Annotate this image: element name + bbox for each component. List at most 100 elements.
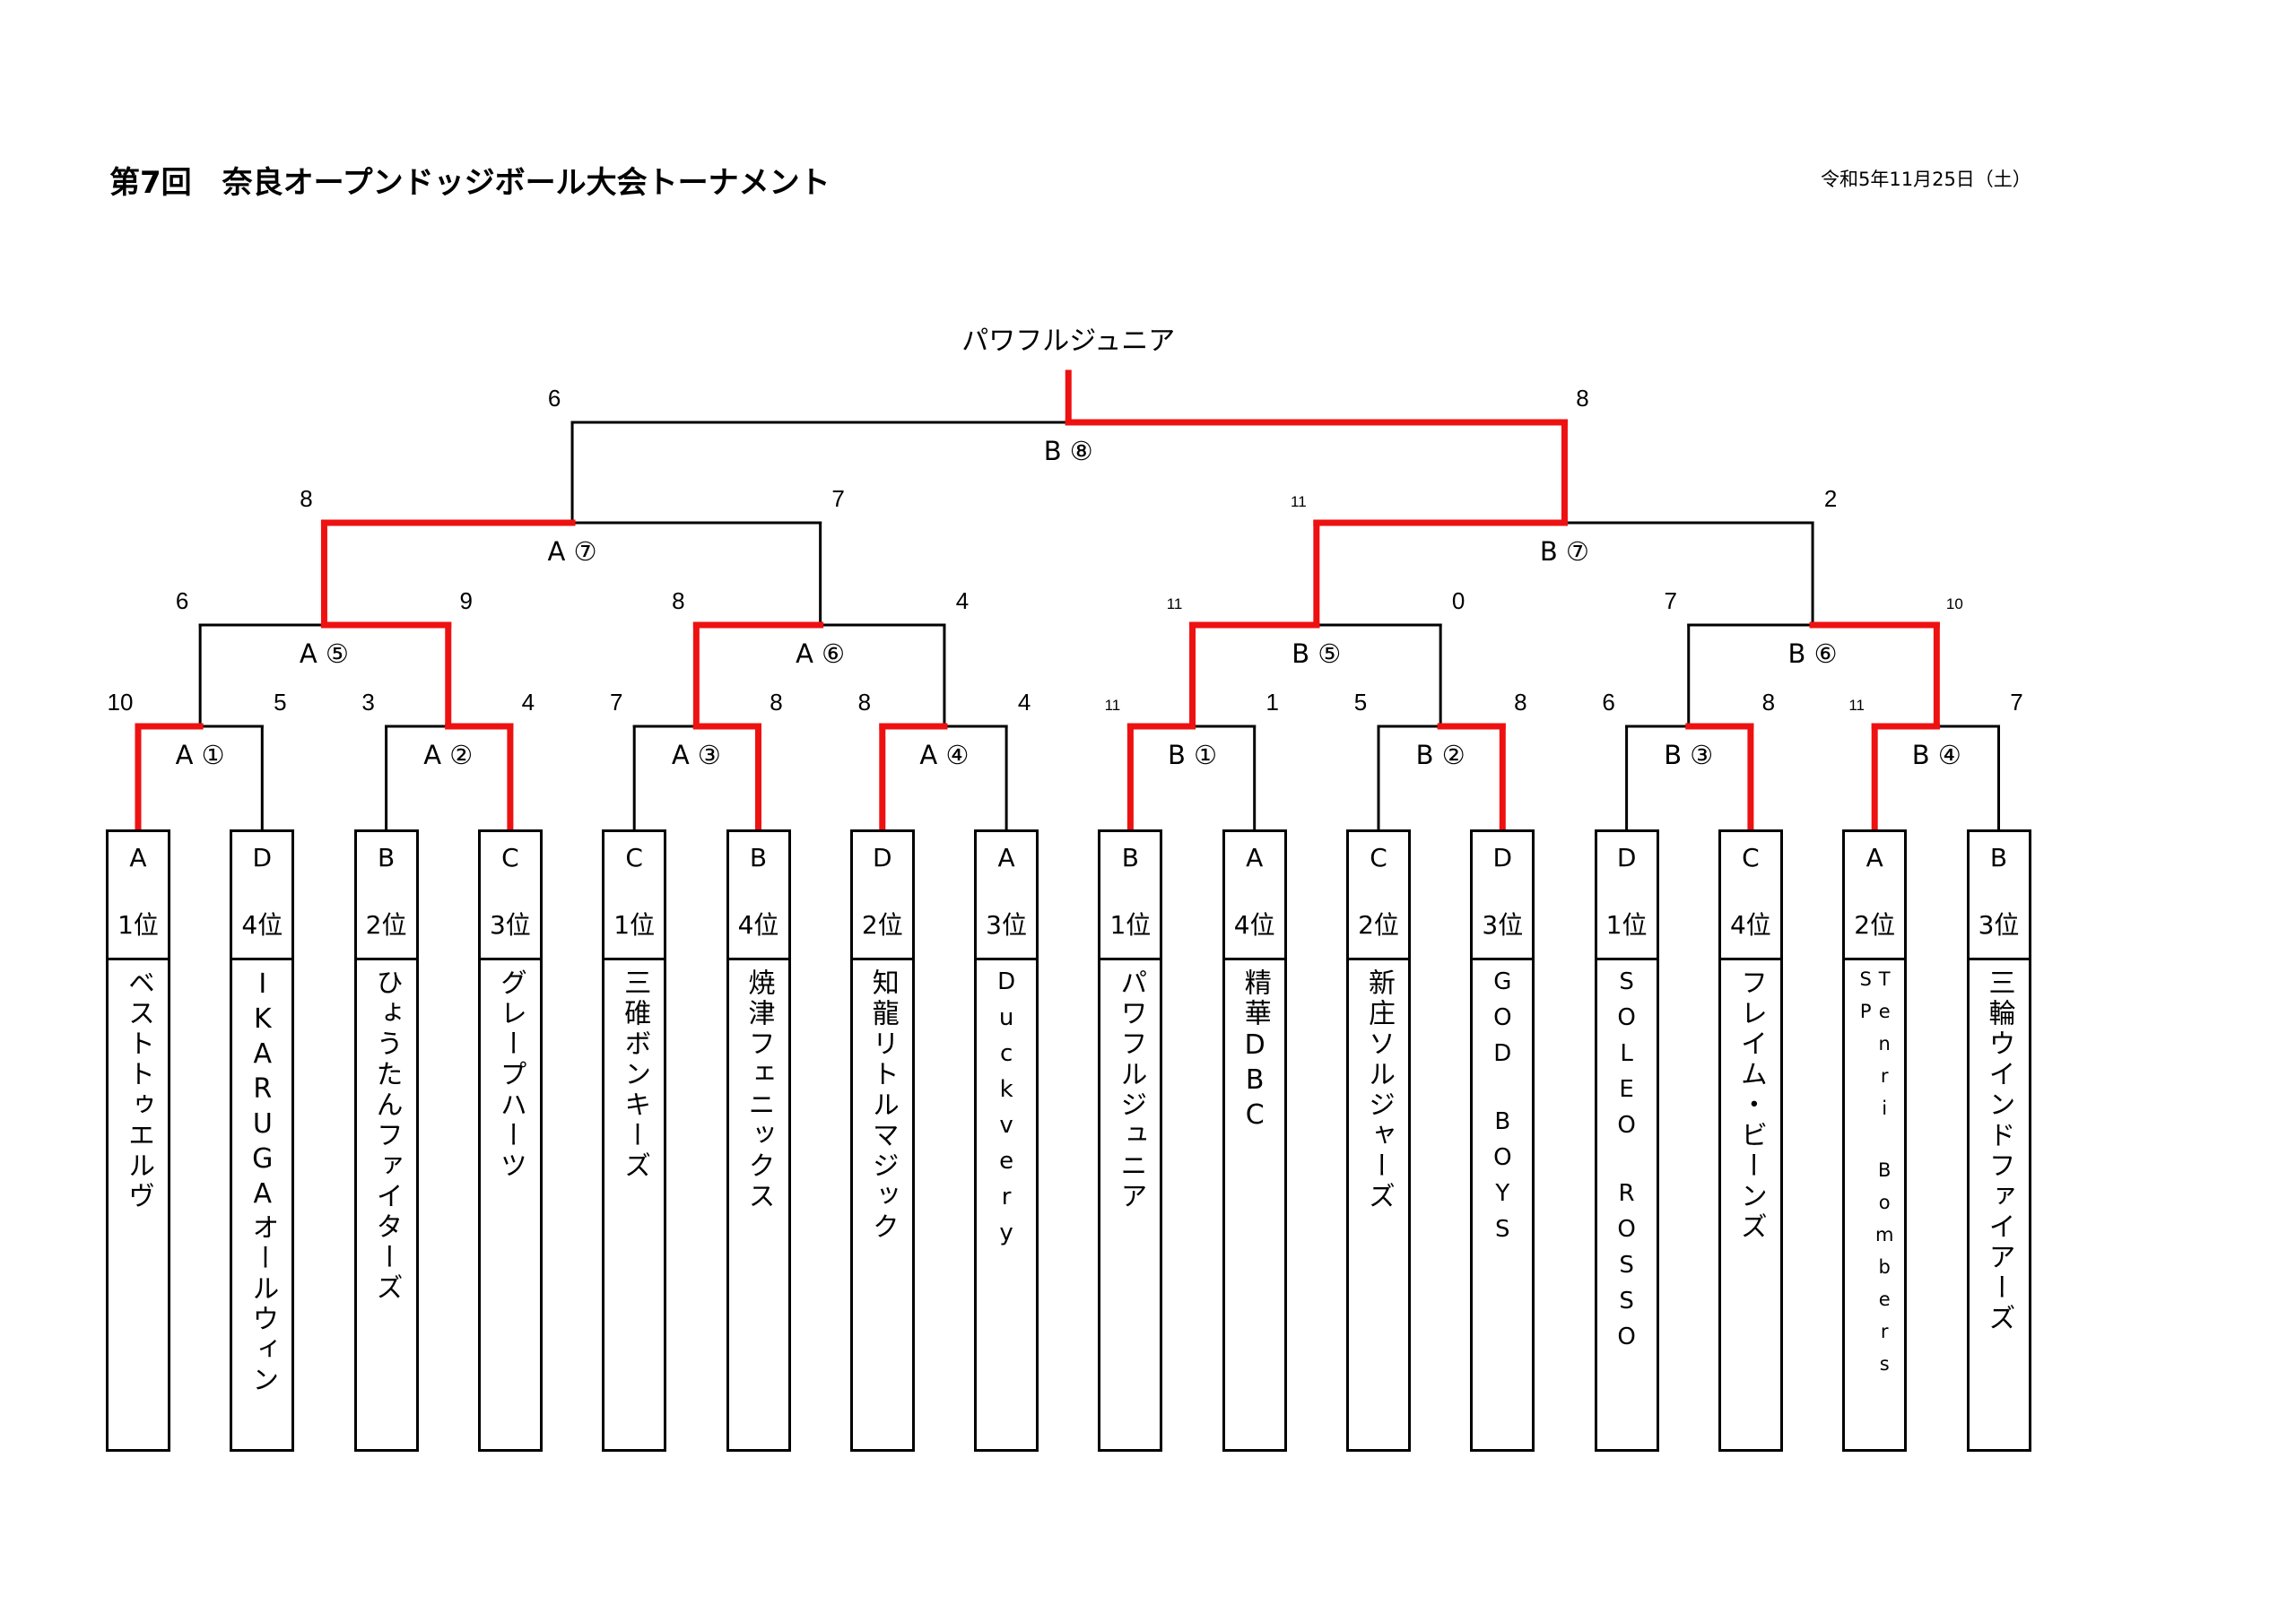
- team-box: C 1位三碓ボンキーズ: [602, 829, 667, 1452]
- match-label: B ⑥: [1787, 638, 1837, 669]
- match-label: A ⑤: [300, 638, 349, 669]
- team-name: Tenri Bombers SP: [1855, 968, 1896, 1415]
- score-right: 8: [1576, 385, 1588, 412]
- match-label: B ②: [1416, 740, 1465, 770]
- score-right: 4: [1018, 689, 1031, 716]
- team-name: 三輪ウインドファイアーズ: [1983, 968, 2015, 1334]
- box-divider: [977, 958, 1037, 960]
- team-name: パワフルジュニア: [1115, 968, 1147, 1212]
- team-group: A: [997, 843, 1015, 872]
- team-rank: 4位: [1729, 910, 1771, 940]
- team-group: D: [873, 843, 892, 872]
- team-group: A: [1246, 843, 1264, 872]
- page-title: 第7回 奈良オープンドッジボール大会トーナメント: [109, 165, 831, 201]
- team-name: IKARUGAオールウィン: [247, 968, 279, 1396]
- match-label: B ③: [1664, 740, 1713, 770]
- box-divider: [1349, 958, 1408, 960]
- score-left: 8: [672, 587, 684, 614]
- score-right: 1: [1265, 689, 1278, 716]
- score-left: 6: [1602, 689, 1614, 716]
- score-left: 11: [1167, 595, 1183, 612]
- team-group: C: [1370, 843, 1387, 872]
- score-left: 6: [548, 385, 561, 412]
- score-left: 7: [610, 689, 622, 716]
- score-right: 2: [1824, 485, 1837, 512]
- box-divider: [604, 958, 665, 960]
- box-divider: [1224, 958, 1284, 960]
- match-label: B ④: [1912, 740, 1961, 770]
- team-name: グレープハーツ: [494, 968, 526, 1182]
- team-rank: 3位: [986, 910, 1027, 940]
- score-right: 5: [274, 689, 286, 716]
- team-rank: 4位: [1233, 910, 1275, 940]
- match-label: B ⑦: [1540, 536, 1589, 567]
- team-group: B: [1121, 843, 1139, 872]
- match-label: A ①: [176, 740, 225, 770]
- team-rank: 1位: [613, 910, 656, 940]
- score-right: 4: [522, 689, 535, 716]
- team-name: 三碓ボンキーズ: [619, 968, 651, 1182]
- team-box: D 2位知龍リトルマジック: [849, 829, 915, 1452]
- box-divider: [1473, 958, 1533, 960]
- score-left: 7: [1665, 587, 1677, 614]
- match-label: A ⑦: [548, 536, 597, 567]
- score-left: 8: [858, 689, 871, 716]
- team-group: D: [1492, 843, 1513, 872]
- team-rank: 3位: [489, 910, 531, 940]
- score-right: 10: [1946, 595, 1963, 612]
- team-name: 知龍リトルマジック: [866, 968, 899, 1243]
- team-name: Duckvery: [993, 968, 1021, 1255]
- match-label: A ⑥: [796, 638, 845, 669]
- box-divider: [728, 958, 788, 960]
- match-label: A ②: [423, 740, 473, 770]
- team-group: A: [129, 843, 147, 872]
- team-group: D: [1616, 843, 1637, 872]
- score-right: 9: [460, 587, 473, 614]
- team-rank: 2位: [365, 910, 407, 940]
- score-right: 4: [956, 587, 969, 614]
- team-group: C: [1742, 843, 1760, 872]
- box-divider: [1596, 958, 1657, 960]
- team-name: GOD BOYS: [1489, 968, 1517, 1252]
- score-left: 11: [1848, 697, 1865, 714]
- score-left: 3: [361, 689, 374, 716]
- team-name: SOLEO ROSSO: [1613, 968, 1640, 1359]
- team-rank: 1位: [1605, 910, 1648, 940]
- score-right: 8: [770, 689, 782, 716]
- match-label: B ①: [1168, 740, 1217, 770]
- box-divider: [356, 958, 416, 960]
- team-group: C: [625, 843, 643, 872]
- box-divider: [1845, 958, 1905, 960]
- match-label: A ③: [672, 740, 721, 770]
- team-rank: 2位: [1358, 910, 1399, 940]
- score-right: 8: [1762, 689, 1775, 716]
- champion-name: パワフルジュニア: [961, 325, 1176, 357]
- team-rank: 2位: [861, 910, 903, 940]
- score-left: 8: [300, 485, 312, 512]
- team-rank: 4位: [241, 910, 283, 940]
- team-box: D 4位 IKARUGAオールウィン: [230, 829, 295, 1452]
- team-box: D 1位 SOLEO ROSSO: [1594, 829, 1659, 1452]
- team-name: ベストトゥエルヴ: [123, 968, 154, 1212]
- team-group: D: [252, 843, 273, 872]
- match-label: B ⑧: [1044, 436, 1093, 466]
- box-divider: [232, 958, 292, 960]
- team-name: 焼津フェニックス: [743, 968, 775, 1212]
- box-divider: [480, 958, 540, 960]
- score-right: 0: [1452, 587, 1465, 614]
- score-right: 8: [1514, 689, 1526, 716]
- score-right: 7: [2010, 689, 2022, 716]
- box-divider: [852, 958, 912, 960]
- score-left: 11: [1291, 493, 1307, 510]
- box-divider: [1100, 958, 1161, 960]
